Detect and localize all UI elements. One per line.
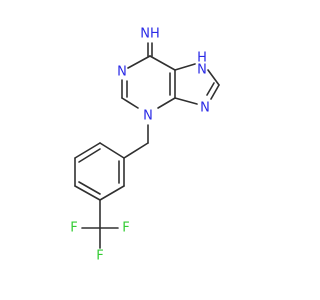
molecule-structure: NH H N N N N F F F: [70, 27, 220, 264]
n9-label: N: [200, 101, 210, 116]
bond-n3-c4: [157, 97, 176, 109]
bond-n9-c4: [174, 97, 198, 105]
n3-label: N: [143, 109, 153, 124]
bond-benz-5-inner: [78, 148, 101, 163]
bond-c8-n9-b: [206, 82, 215, 96]
bond-n7-c8: [207, 69, 220, 86]
bond-c8-n9-a: [210, 84, 220, 100]
bond-c5-n7: [174, 63, 196, 71]
bond-benz-5: [74, 142, 101, 159]
f-bottom-label: F: [96, 249, 103, 264]
f-right-label: F: [122, 221, 129, 236]
bonds: [74, 42, 220, 249]
imine-nh-label: NH: [140, 27, 160, 42]
ring-nh-h-label: H: [197, 51, 207, 66]
bond-benz-2: [99, 185, 125, 201]
bond-benz-3: [74, 185, 101, 201]
bond-ch2-aryl: [123, 142, 149, 159]
f-left-label: F: [70, 221, 77, 236]
bond-c2-n3: [121, 97, 139, 109]
bond-c5-c6: [149, 55, 176, 71]
bond-benz-6: [99, 142, 125, 159]
bond-benz-3-inner: [78, 181, 101, 195]
ring-nh-n-label: N: [197, 63, 207, 78]
atom-labels: NH H N N N N F F F: [70, 27, 210, 264]
n1-label: N: [117, 65, 127, 80]
bond-c6-n1: [127, 55, 151, 69]
